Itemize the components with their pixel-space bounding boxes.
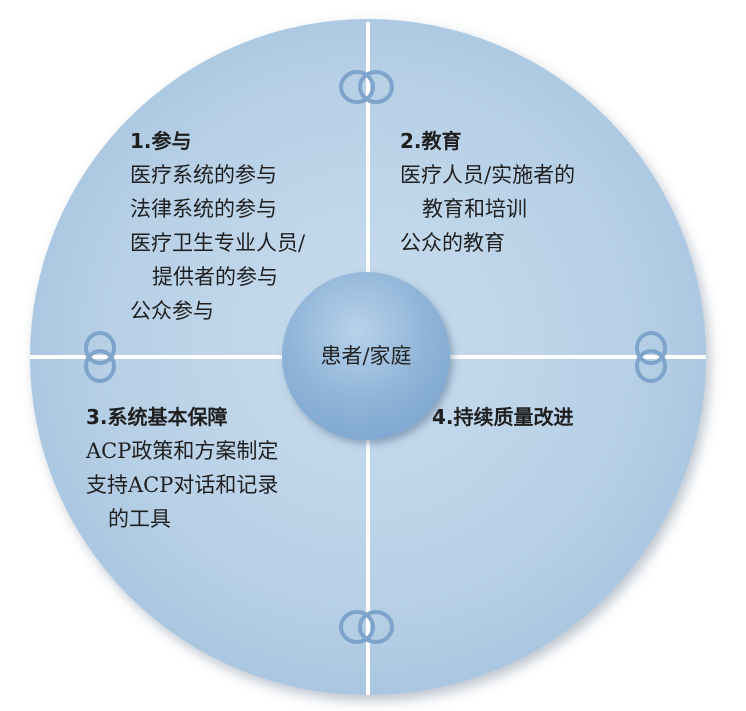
top-double-ring-icon	[339, 70, 394, 104]
list-item: ACP政策和方案制定	[86, 439, 279, 463]
center-circle	[282, 272, 450, 440]
list-item: 医疗人员/实施者的	[400, 163, 576, 187]
list-item: 公众参与	[130, 299, 214, 323]
quadrant-bottom-left: 3.系统基本保障 ACP政策和方案制定 支持ACP对话和记录 的工具	[86, 400, 278, 536]
list-item: 的工具	[108, 507, 171, 531]
list-item: 公众的教育	[400, 231, 505, 255]
bottom-double-ring-icon	[339, 610, 394, 644]
quadrant-title-education: 2.教育	[400, 129, 462, 153]
quadrant-title-quality-improvement: 4.持续质量改进	[432, 405, 574, 429]
list-item: 医疗卫生专业人员/	[130, 231, 306, 255]
list-item: 法律系统的参与	[130, 197, 277, 221]
quadrant-top-right: 2.教育 医疗人员/实施者的 教育和培训 公众的教育	[400, 124, 575, 260]
left-double-ring-icon	[84, 331, 116, 383]
quadrant-title-system-support: 3.系统基本保障	[86, 405, 228, 429]
list-item: 提供者的参与	[152, 265, 278, 289]
right-double-ring-icon	[635, 331, 667, 383]
quadrant-top-left: 1.参与 医疗系统的参与 法律系统的参与 医疗卫生专业人员/ 提供者的参与 公众…	[130, 124, 305, 328]
list-item: 教育和培训	[422, 197, 527, 221]
list-item: 支持ACP对话和记录	[86, 473, 279, 497]
list-item: 医疗系统的参与	[130, 163, 277, 187]
center-label: 患者/家庭	[320, 344, 412, 368]
quadrant-bottom-right: 4.持续质量改进	[432, 400, 574, 434]
quadrant-title-participation: 1.参与	[130, 129, 192, 153]
